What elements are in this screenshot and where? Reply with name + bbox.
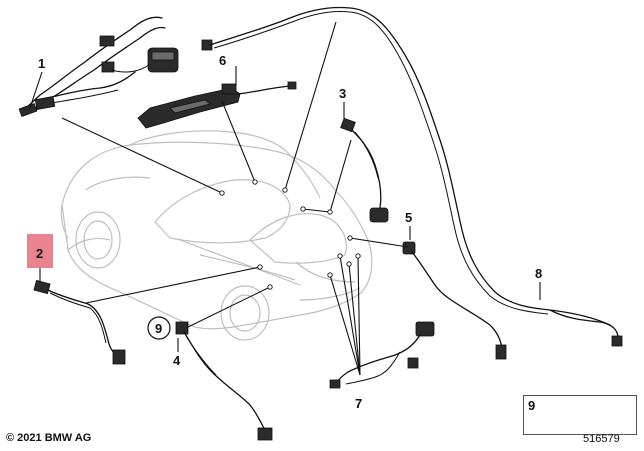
callout-4: 4 [173,353,181,368]
part-5-connector [402,241,507,360]
callout-9-circle [147,316,171,340]
legend-number: 9 [528,398,536,413]
callout-5: 5 [405,210,412,225]
callout-8: 8 [535,266,542,281]
part-8-harness [201,6,623,347]
callout-2-highlight [27,234,53,268]
copyright: © 2021 BMW AG [6,432,92,444]
part-2-harness [33,279,126,365]
callout-6: 6 [219,53,226,68]
leader-lines [29,21,541,376]
part-1-harness [18,16,179,118]
part-4-harness [175,321,273,441]
legend-box [523,395,637,435]
part-3-harness [340,117,389,223]
callout-1: 1 [38,56,45,71]
car-outline [60,130,373,341]
callout-7: 7 [355,396,362,411]
part-6-handle [137,81,297,129]
callout-3: 3 [339,86,346,101]
diagram-id: 516579 [583,433,620,445]
part-7-harness [329,321,435,389]
callout-2: 2 [36,246,43,261]
callout-9: 9 [155,321,162,336]
